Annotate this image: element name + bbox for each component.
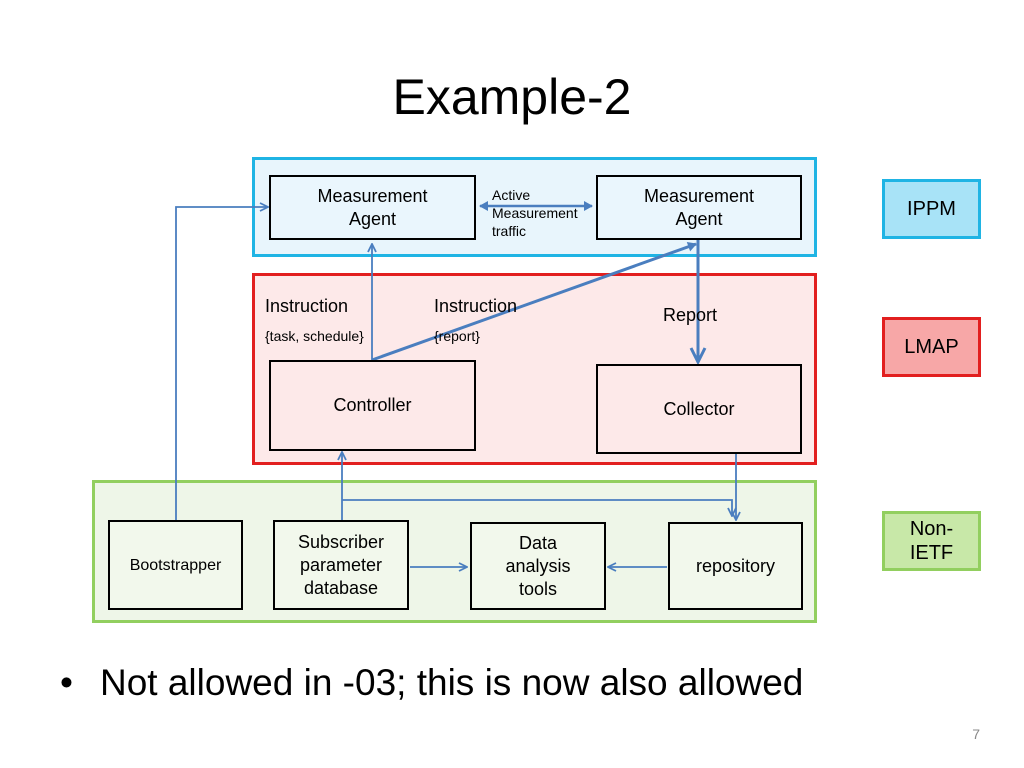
page-number: 7 <box>972 726 980 742</box>
measurement-agent-right-line1: Measurement <box>643 185 755 206</box>
bootstrap-arrow <box>175 207 268 520</box>
bootstrapper-label: Bootstrapper <box>129 556 222 574</box>
legend-non-ietf-line1: Non- <box>909 518 954 540</box>
data-analysis-box: Data analysis tools <box>470 522 606 610</box>
data-analysis-line3: tools <box>518 578 558 599</box>
controller-box: Controller <box>269 360 476 451</box>
instruction-label-right: Instruction <box>434 296 518 316</box>
bullet-text: Not allowed in -03; this is now also all… <box>100 662 804 703</box>
measurement-agent-right-line2: Agent <box>675 208 723 229</box>
subscriber-to-repository-arrow <box>342 499 732 516</box>
legend-non-ietf-line2: IETF <box>909 542 954 564</box>
subscriber-db-box: Subscriber parameter database <box>273 520 409 610</box>
legend-ippm-label: IPPM <box>907 198 956 220</box>
repository-box: repository <box>668 522 803 610</box>
bullet-dot-icon: • <box>60 662 73 703</box>
data-analysis-line1: Data <box>518 532 558 553</box>
subscriber-db-line1: Subscriber <box>297 531 385 552</box>
measurement-agent-left-line1: Measurement <box>317 185 428 206</box>
bootstrapper-box: Bootstrapper <box>108 520 243 610</box>
legend-non-ietf: Non- IETF <box>882 511 981 571</box>
instruction-sub-right: {report} <box>434 328 480 344</box>
subscriber-db-line2: parameter <box>299 554 383 575</box>
bullet-point: • Not allowed in -03; this is now also a… <box>60 660 803 706</box>
measurement-agent-left-line2: Agent <box>348 208 397 229</box>
repository-label: repository <box>695 555 776 576</box>
report-label: Report <box>663 305 718 325</box>
collector-label: Collector <box>663 398 735 419</box>
measurement-agent-left: Measurement Agent <box>269 175 476 240</box>
instruction-sub-left: {task, schedule} <box>265 328 364 344</box>
slide-title: Example-2 <box>392 69 632 125</box>
controller-label: Controller <box>333 395 412 415</box>
instruction-label-left: Instruction <box>265 296 349 316</box>
legend-lmap-label: LMAP <box>904 336 959 358</box>
instruction-arrow-right <box>371 241 697 362</box>
data-analysis-line2: analysis <box>505 555 571 576</box>
active-traffic-label: Active Measurement traffic <box>492 187 578 239</box>
measurement-agent-right: Measurement Agent <box>596 175 802 240</box>
collector-box: Collector <box>596 364 802 454</box>
subscriber-db-line3: database <box>303 577 379 598</box>
legend-ippm: IPPM <box>882 179 981 239</box>
legend-lmap: LMAP <box>882 317 981 377</box>
